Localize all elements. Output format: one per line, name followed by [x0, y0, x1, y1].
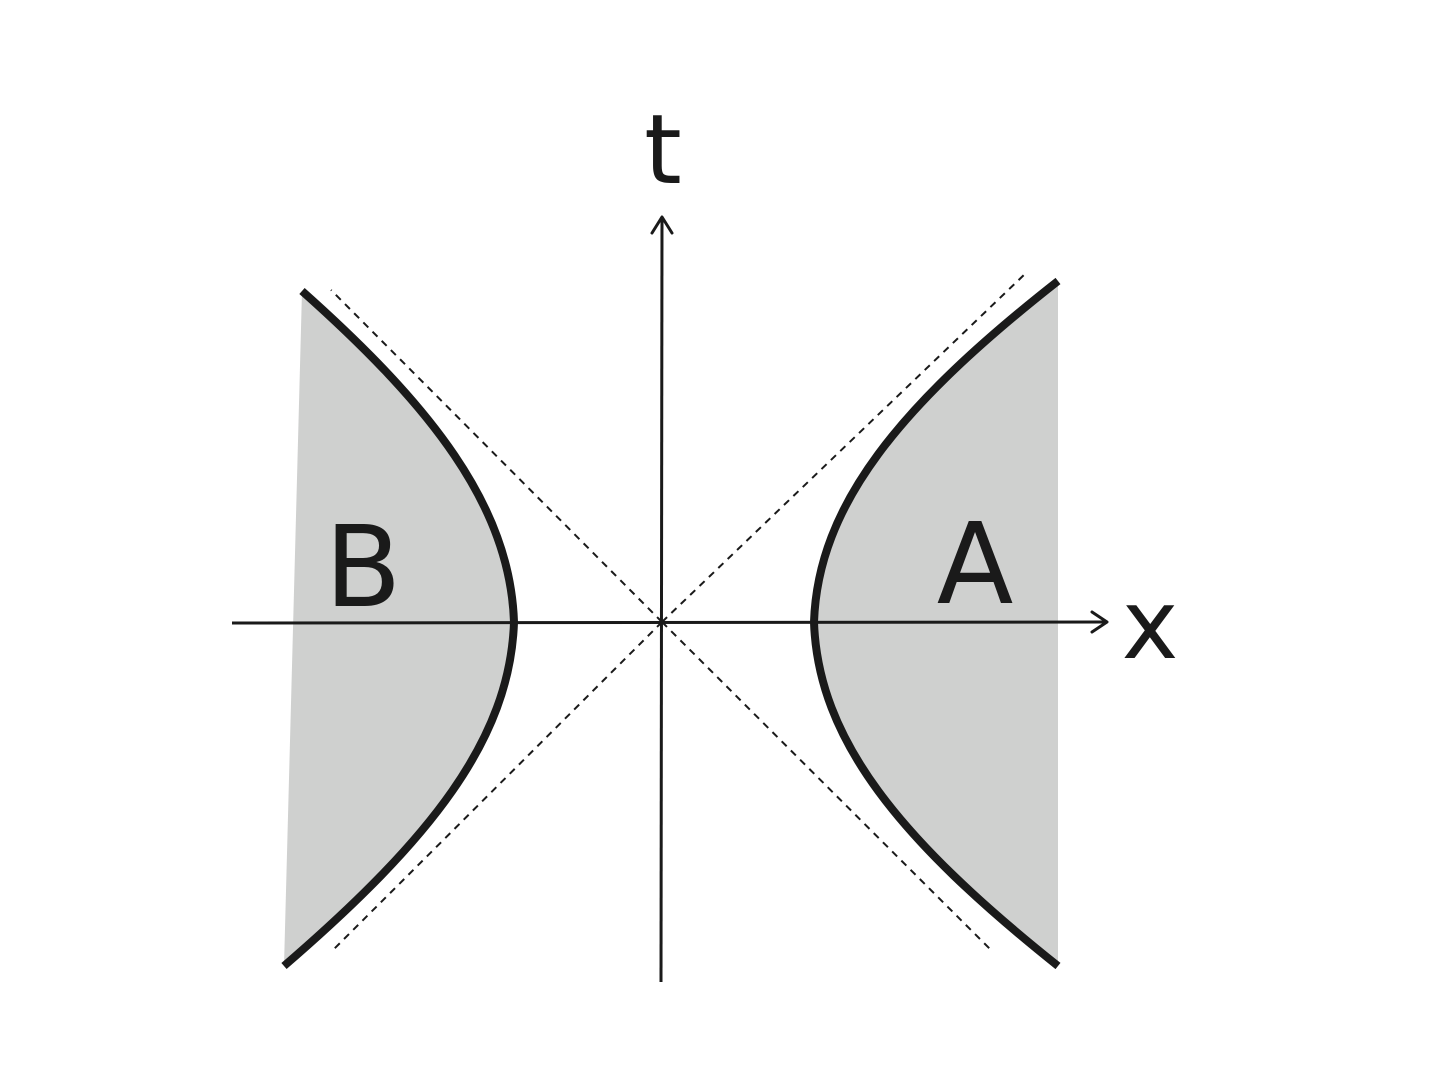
- x-axis-line: [231, 620, 1107, 625]
- x-axis-label: x: [1122, 569, 1179, 681]
- t-axis-arrowhead: [650, 215, 674, 235]
- t-axis-label: t: [644, 94, 682, 206]
- region-b-label: B: [325, 503, 402, 633]
- light-cone-line-future-left: [330, 289, 663, 623]
- hyperbola-left-branch: [281, 288, 518, 970]
- t-axis-line: [659, 217, 664, 983]
- x-axis-arrowhead: [1090, 610, 1109, 634]
- region-a-label: A: [937, 500, 1014, 630]
- hyperbola-right-branch: [810, 277, 1061, 970]
- light-cone-line-future-right: [661, 271, 1028, 623]
